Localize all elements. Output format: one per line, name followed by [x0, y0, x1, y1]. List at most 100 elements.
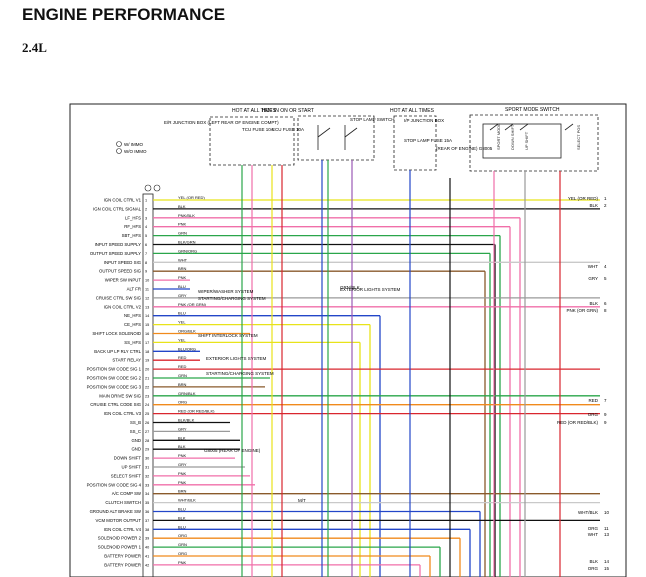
- pin-label: CE_HFS: [124, 322, 141, 327]
- pin-number: 12: [145, 296, 149, 300]
- pin-label: SOLENOID POWER 2: [98, 536, 142, 541]
- wire-group: [153, 160, 600, 577]
- sport-switch-labels: SPORT MODE DOWN SHIFT UP SHIFT SELECT PO…: [496, 123, 581, 150]
- sport-mode-switch-box: [469, 114, 599, 172]
- wire-color-label: RED: [178, 364, 187, 369]
- pin-label: BATTERY POWER: [104, 562, 141, 567]
- right-pin-number: 6: [604, 301, 607, 306]
- note-tcu-fuse: TCU FUSE 10A: [242, 127, 274, 132]
- wire-color-label: YEL: [178, 337, 186, 342]
- wire-color-label: BLK: [178, 204, 186, 209]
- pin-number: 7: [145, 252, 147, 256]
- right-wire-label: BLK: [589, 203, 598, 208]
- wire-color-label: BLK: [178, 444, 186, 449]
- pin-label: OUTPUT SPEED SUPPLY: [90, 251, 141, 256]
- page-title: ENGINE PERFORMANCE: [22, 5, 226, 24]
- dest-wiper: WIPER/WASHER SYSTEM: [198, 289, 254, 294]
- wire-color-label: GRN: [178, 542, 187, 547]
- sport-label-3: SELECT POS: [576, 125, 581, 150]
- note-mt: M/T: [298, 498, 306, 503]
- wire-color-label: PNK: [178, 480, 187, 485]
- pin-label: LF_HFS: [125, 215, 141, 220]
- right-wire-label: ORG: [588, 566, 599, 571]
- pin-number: 14: [145, 314, 149, 318]
- wire-color-label: ORG: [178, 551, 187, 556]
- pin-label: SHIFT LOCK SOLENOID: [92, 331, 141, 336]
- right-wire-label: BLK: [589, 559, 598, 564]
- wire-color-label: RED: [178, 355, 187, 360]
- wire-color-label: GRN: [178, 231, 187, 236]
- wire-color-label: BLU/ORG: [178, 346, 196, 351]
- pin-number: 15: [145, 323, 149, 327]
- right-wire-label: PNK (OR GRN): [567, 308, 599, 313]
- dest-ext-lights-2: EXTERIOR LIGHTS SYSTEM: [206, 356, 267, 361]
- wire-color-label: GRN/ORG: [178, 248, 197, 253]
- note-sport-switch: SPORT MODE SWITCH: [505, 107, 560, 113]
- junction-box-er: [209, 116, 295, 166]
- pin-number: 23: [145, 394, 149, 398]
- pin-label: IGN COIL CTRL SIGNAL: [93, 206, 142, 211]
- pin-label: IGN COIL CTRL V1: [104, 198, 142, 203]
- pin-label: POSITION SW CODE SIG 4: [87, 482, 142, 487]
- right-wire-label: YEL (OR RED): [568, 196, 599, 201]
- wire-color-label: PNK: [178, 560, 187, 565]
- wire-color-label: PNK: [178, 471, 187, 476]
- pin-number: 6: [145, 243, 147, 247]
- pin-number: 29: [145, 448, 149, 452]
- diagram-frame: [69, 103, 627, 577]
- wire-color-label: GRY: [178, 293, 187, 298]
- dest-shift-interlock: SHIFT INTERLOCK SYSTEM: [198, 333, 258, 338]
- right-pin-number: 9: [604, 412, 607, 417]
- wire-color-label: PNK: [178, 275, 187, 280]
- pin-number: 13: [145, 305, 149, 309]
- pcm-marker-a: [144, 184, 152, 192]
- pin-label: MAIN DRIVE SW SIG: [99, 393, 141, 398]
- pin-label: A/C COMP SW: [112, 491, 142, 496]
- pin-number: 22: [145, 385, 149, 389]
- pin-number: 10: [145, 279, 149, 283]
- right-pin-number: 2: [604, 203, 607, 208]
- right-pin-number: 14: [604, 559, 610, 564]
- pin-number: 32: [145, 474, 149, 478]
- right-wire-label: RED (OR RED/BLK): [557, 420, 599, 425]
- pin-number: 39: [145, 537, 149, 541]
- pin-label: SELECT SHIFT: [111, 473, 142, 478]
- wire-color-label: BLK: [178, 515, 186, 520]
- pin-label: BACK UP LP RLY CTRL: [94, 349, 141, 354]
- wire-color-label: PNK: [178, 222, 187, 227]
- wire-color-label: BLU: [178, 311, 186, 316]
- pin-label: IGN COIL CTRL V3: [104, 411, 142, 416]
- wire-color-label: BLU: [178, 284, 186, 289]
- note-ecu-fuse: ECU FUSE 10A: [272, 127, 304, 132]
- pin-label: BATTERY POWER: [104, 554, 141, 559]
- pin-label: IGN COIL CTRL V4: [104, 527, 142, 532]
- note-w-immo: W/ IMMO: [124, 142, 143, 147]
- pin-number: 19: [145, 359, 149, 363]
- pin-number: 38: [145, 528, 149, 532]
- pin-label: GND: [131, 438, 141, 443]
- right-pin-number: 9: [604, 420, 607, 425]
- pin-number: 20: [145, 368, 149, 372]
- wire-color-label: PNK/BLK: [178, 213, 195, 218]
- pin-label: POSITION SW CODE SIG 3: [87, 384, 142, 389]
- right-pin-number: 8: [604, 308, 607, 313]
- pin-label: INPUT SPEED SUPPLY: [95, 242, 142, 247]
- pin-label: SS_C: [130, 429, 141, 434]
- right-pin-number: 11: [604, 526, 609, 531]
- pin-label: VCM MOTOR OUTPUT: [95, 518, 141, 523]
- pin-number: 11: [145, 288, 149, 292]
- sport-label-2: UP SHIFT: [524, 131, 529, 150]
- pin-number: 21: [145, 377, 149, 381]
- note-ground: (REAR OF ENGINE) G8005: [436, 146, 493, 151]
- legend-marker-2: [116, 148, 122, 154]
- pin-number: 34: [145, 492, 149, 496]
- pin-number: 17: [145, 341, 149, 345]
- wire-color-label: PNK: [178, 453, 187, 458]
- pin-label: OUTPUT SPEED SIG: [99, 269, 142, 274]
- pin-number: 9: [145, 270, 147, 274]
- page-subtitle: 2.4L: [22, 40, 47, 55]
- pin-label: POSITION SW CODE SIG 2: [87, 376, 142, 381]
- sport-label-1: DOWN SHIFT: [510, 124, 515, 150]
